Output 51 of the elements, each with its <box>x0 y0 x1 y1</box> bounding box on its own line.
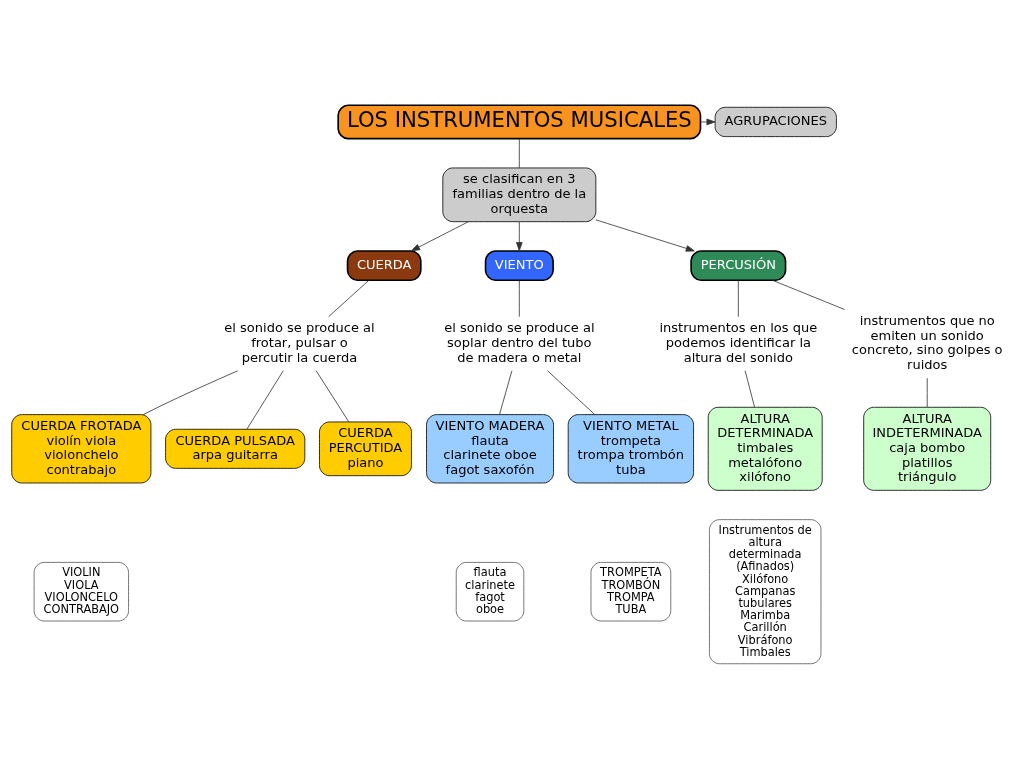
connector <box>518 138 520 168</box>
label: Timbales <box>739 644 791 659</box>
node-box: PERCUSIÓN <box>690 249 787 281</box>
label: VIOLA <box>64 577 99 592</box>
node-text: el sonido se produce al soplar dentro del tubo de madera o metal <box>444 319 595 365</box>
label: Vibráfono <box>737 632 793 647</box>
node-text: instrumentos que no emiten un sonido concreto, sino golpes o ruidos <box>851 312 1003 372</box>
connector <box>772 279 845 310</box>
label: TROMBÓN <box>601 577 661 592</box>
arrow <box>700 118 716 125</box>
label: flauta <box>473 564 507 579</box>
connector <box>499 369 513 415</box>
connector <box>315 369 350 422</box>
label: Marimba <box>740 607 791 622</box>
node-text: instrumentos en los que podemos identificar la altura del sonido <box>659 319 818 365</box>
arrow <box>411 220 469 251</box>
label: TROMPA <box>607 589 655 604</box>
node-box: VIENTO METAL trompeta trompa trombón tuba <box>567 413 694 483</box>
label: CONTRABAJO <box>43 601 120 616</box>
connector <box>518 279 520 317</box>
connector <box>547 369 596 415</box>
label: Carillón <box>743 619 787 634</box>
node-text: el sonido se produce al frotar, pulsar o percutir la cuerda <box>224 319 375 365</box>
label: Xilófono <box>742 570 789 585</box>
node-box: VIENTO MADERA flauta clarinete oboe fagot saxofón <box>426 413 554 483</box>
label: clarinete <box>465 577 515 592</box>
node-box: ALTURA INDETERMINADA caja bombo platillos triángulo <box>863 406 992 491</box>
label: fagot <box>475 589 505 604</box>
node-box: AGRUPACIONES <box>714 106 837 137</box>
node-box: se clasifican en 3 familias dentro de la orquesta <box>442 167 597 222</box>
label: Instrumentos de altura determinada (Afinados) <box>718 522 812 573</box>
node-box: LOS INSTRUMENTOS MUSICALES <box>337 103 702 139</box>
node-box: ALTURA DETERMINADA timbales metalófono xilófono <box>707 406 823 491</box>
arrow <box>516 220 523 251</box>
arrow <box>595 218 695 252</box>
connector <box>328 279 370 317</box>
label: Campanas tubulares <box>735 583 796 610</box>
connector <box>926 377 928 407</box>
node-box: VIENTO <box>484 249 554 281</box>
connector <box>737 279 739 317</box>
node-box: CUERDA PERCUTIDA piano <box>319 421 412 476</box>
label: TROMPETA <box>600 564 662 579</box>
label: VIOLIN <box>62 564 101 579</box>
node-box: CUERDA PULSADA arpa guitarra <box>165 428 306 469</box>
label: TUBA <box>615 601 647 616</box>
connector <box>142 369 239 415</box>
connector <box>744 369 755 407</box>
node-box: CUERDA <box>346 249 422 281</box>
label: VIOLONCELO <box>44 589 119 604</box>
connector <box>246 369 284 429</box>
node-box: CUERDA FROTADA violín viola violonchelo contrabajo <box>11 413 152 483</box>
